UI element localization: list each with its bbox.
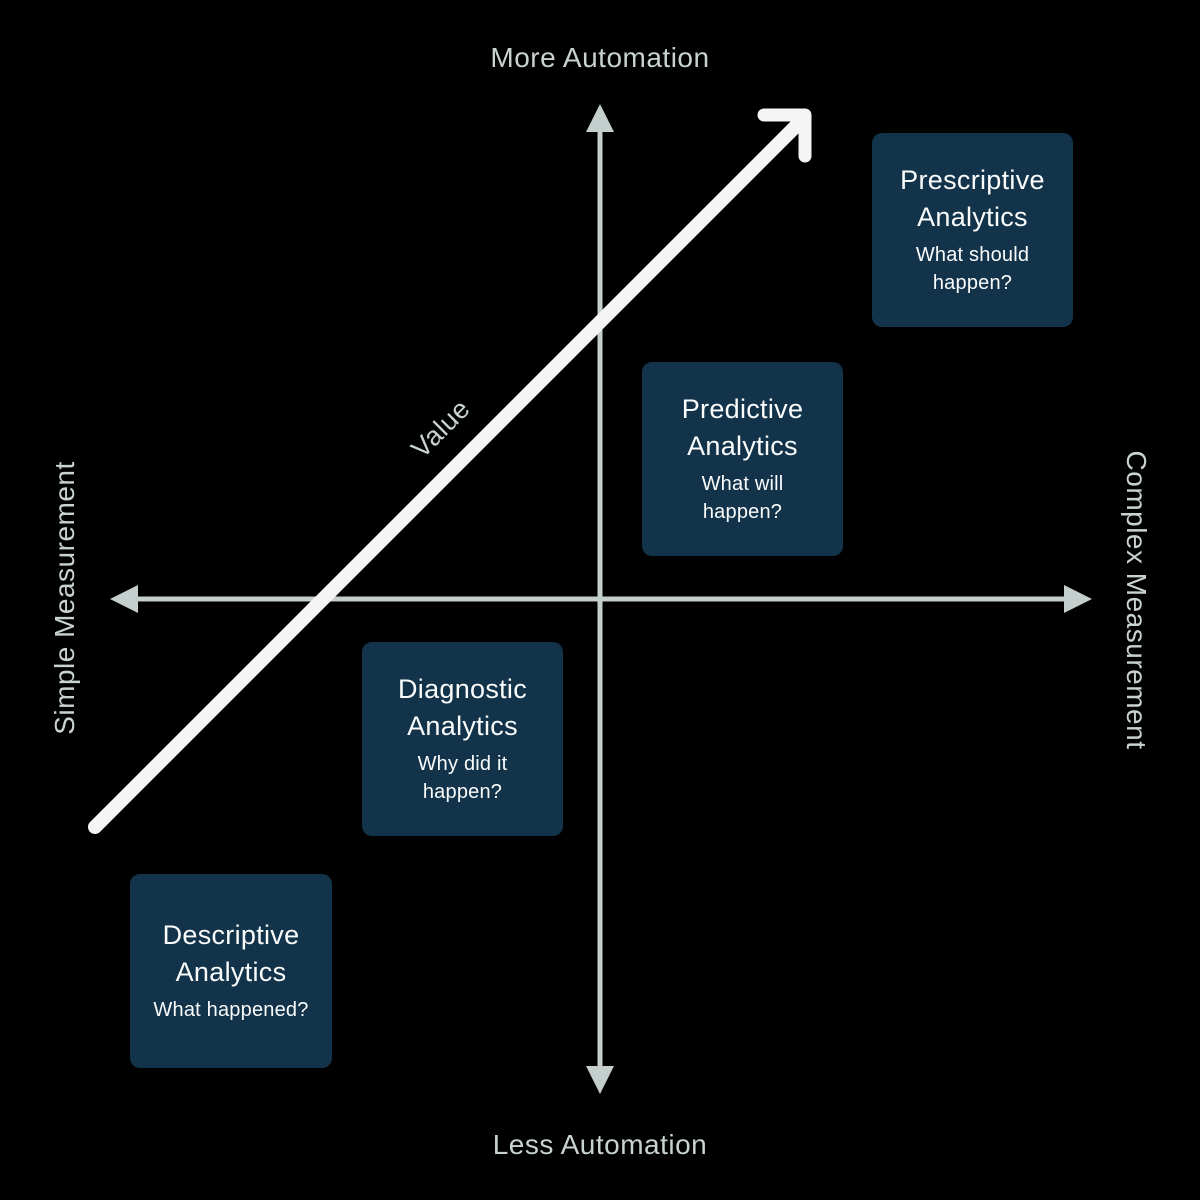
box-title: Diagnostic Analytics (397, 674, 528, 741)
axis-arrowhead-top-icon (586, 104, 614, 132)
axis-arrowhead-right-icon (1064, 585, 1092, 613)
axis-arrowhead-left-icon (110, 585, 138, 613)
box-title: Descriptive Analytics (162, 920, 300, 987)
value-arrow-shaft (88, 119, 803, 834)
box-subtitle: What happened? (153, 999, 309, 1022)
axis-label-complex-measurement: Complex Measurement (1121, 450, 1152, 750)
axis-arrowhead-bottom-icon (586, 1066, 614, 1094)
axis-label-simple-measurement: Simple Measurement (49, 461, 80, 735)
box-predictive-analytics: Predictive Analytics What will happen? (642, 362, 843, 556)
box-title: Predictive Analytics (681, 394, 804, 461)
box-subtitle: What should happen? (915, 244, 1030, 294)
box-diagnostic-analytics: Diagnostic Analytics Why did it happen? (362, 642, 563, 836)
box-prescriptive-analytics: Prescriptive Analytics What should happe… (872, 133, 1073, 327)
value-arrowhead-icon (757, 108, 812, 163)
box-subtitle: Why did it happen? (417, 753, 508, 803)
box-subtitle: What will happen? (701, 473, 784, 523)
box-descriptive-analytics: Descriptive Analytics What happened? (130, 874, 332, 1068)
box-title: Prescriptive Analytics (900, 165, 1045, 232)
axis-label-more-automation: More Automation (490, 42, 710, 73)
axis-label-less-automation: Less Automation (492, 1129, 708, 1160)
